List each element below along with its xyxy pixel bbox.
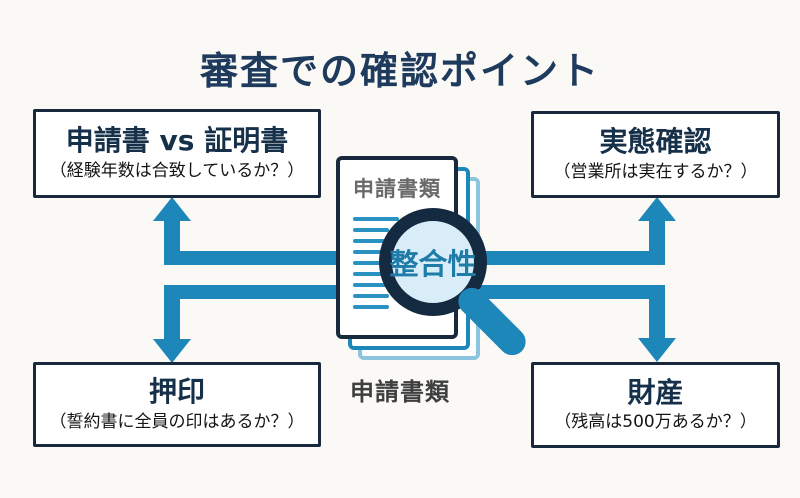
arrow-head-top-left-icon: [153, 197, 191, 221]
arrow-arm-top-left: [164, 251, 346, 265]
arrow-arm-top-right: [478, 251, 665, 265]
arrow-head-bottom-left-icon: [153, 339, 191, 363]
box-subtitle: （経験年数は合致しているか？）: [49, 160, 305, 181]
box-actual-condition-check: 実態確認 （営業所は実在するか？）: [531, 111, 780, 198]
arrow-arm-bottom-right: [478, 285, 665, 299]
arrow-shaft-bottom-right: [649, 285, 665, 341]
arrow-head-bottom-right-icon: [638, 338, 676, 362]
arrow-shaft-top-right: [649, 219, 665, 265]
arrow-shaft-top-left: [164, 219, 180, 265]
box-subtitle: （残高は500万あるか？）: [554, 412, 757, 433]
magnifier-label: 整合性: [389, 247, 477, 281]
box-title: 実態確認: [599, 125, 712, 159]
box-subtitle: （営業所は実在するか？）: [553, 161, 758, 182]
box-title: 財産: [627, 375, 684, 409]
page-title: 審査での確認ポイント: [199, 49, 600, 93]
box-title: 申請書 vs 証明書: [65, 124, 289, 158]
box-seal: 押印 （誓約書に全員の印はあるか？）: [33, 362, 321, 447]
arrow-arm-bottom-left: [164, 285, 346, 299]
box-application-vs-certificate: 申請書 vs 証明書 （経験年数は合致しているか？）: [33, 109, 321, 198]
arrow-head-top-right-icon: [638, 197, 676, 221]
box-subtitle: （誓約書に全員の印はあるか？）: [49, 411, 305, 432]
arrow-shaft-bottom-left: [164, 285, 180, 341]
stack-caption: 申請書類: [350, 378, 450, 406]
document-header-label: 申請書類: [353, 177, 441, 201]
box-assets: 財産 （残高は500万あるか？）: [531, 362, 780, 448]
document-text-lines-icon: [353, 217, 399, 309]
box-title: 押印: [148, 375, 205, 409]
